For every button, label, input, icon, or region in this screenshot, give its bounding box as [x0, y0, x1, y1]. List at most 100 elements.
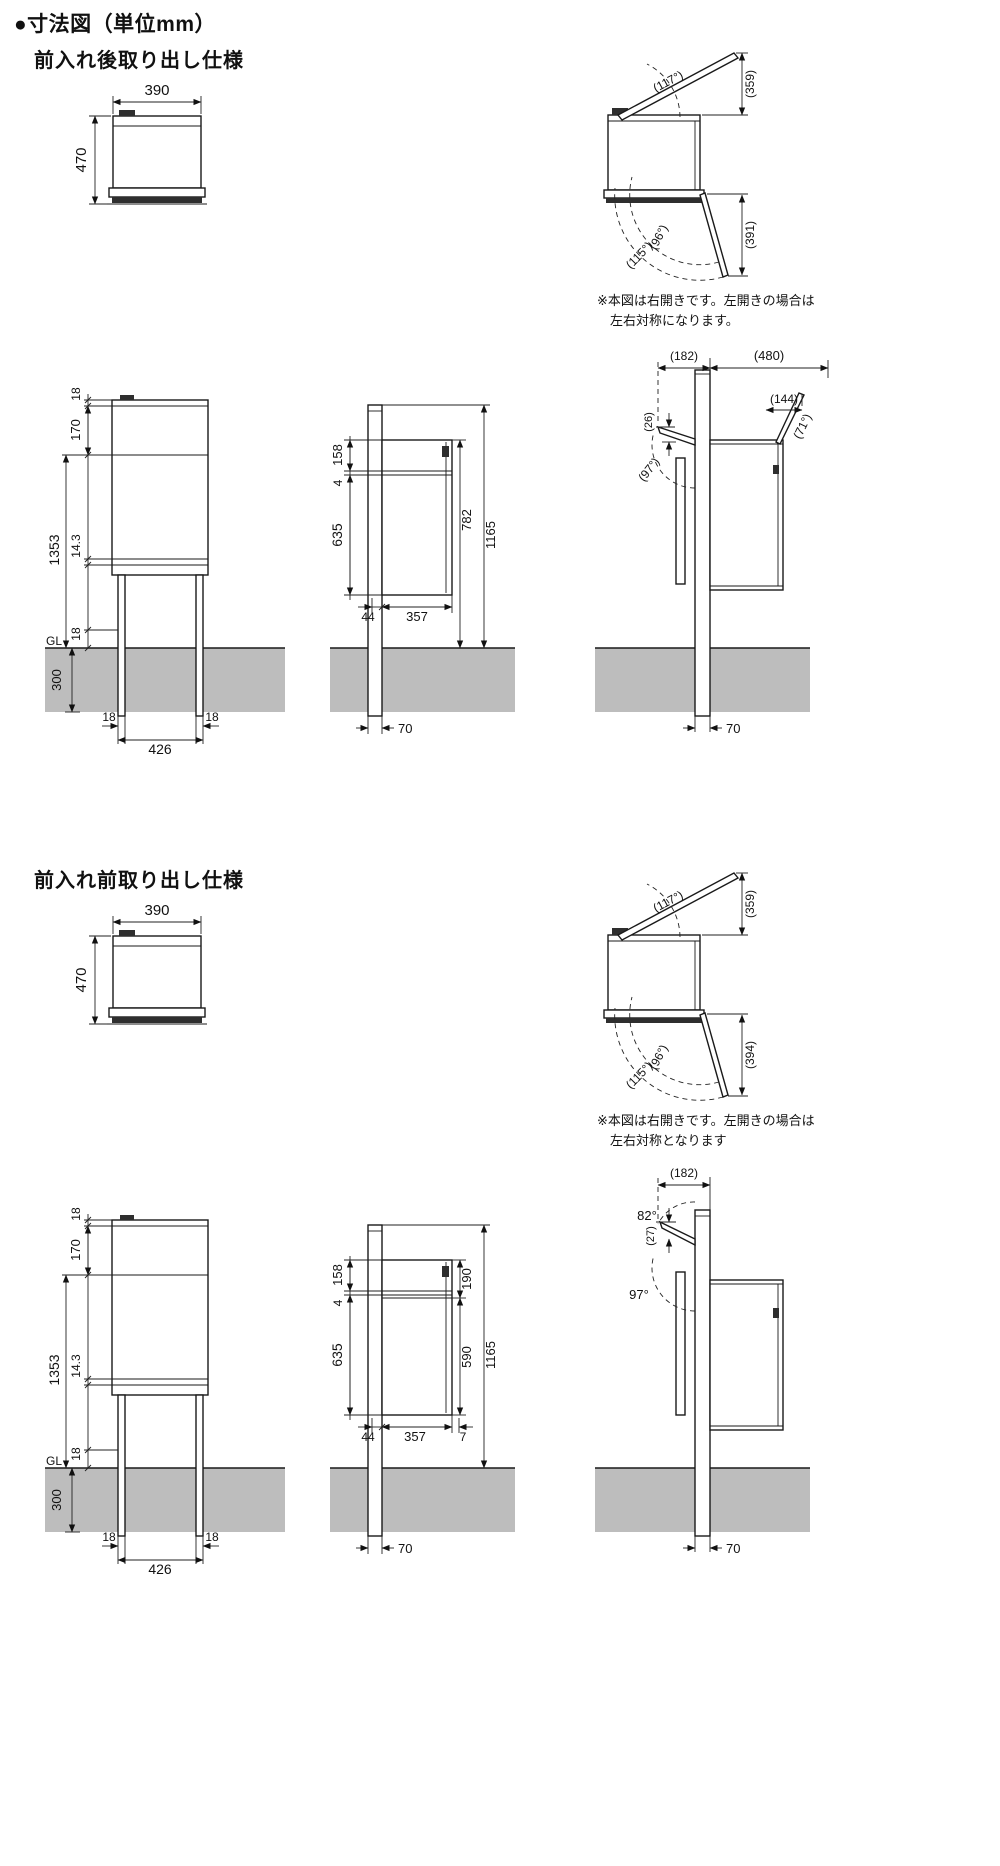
- dim-70: 70: [398, 721, 412, 736]
- front-view-drawing-1: 390 470: [73, 82, 207, 205]
- section2-heading: 前入れ前取り出し仕様: [34, 870, 244, 892]
- dim-14-3: 14.3: [69, 534, 83, 558]
- elevation-dimensions: 18 170 14.3 18 1353 300 GL 18 18 426: [46, 387, 219, 757]
- gl-label: GL: [46, 634, 62, 648]
- dim-480: (480): [754, 348, 784, 363]
- dim-base-18-right: 18: [205, 1530, 219, 1544]
- note-line-1: ※本図は右開きです。左開きの場合は: [597, 1113, 815, 1128]
- left-post: [117, 574, 126, 717]
- lid-reach: (359): [743, 70, 757, 98]
- ground-band: [45, 648, 285, 712]
- angle-97: (97°): [635, 455, 662, 484]
- open-door: [699, 1012, 729, 1098]
- dim-70: 70: [398, 1541, 412, 1556]
- open-door-hanging: [675, 457, 686, 585]
- front-view-dimensions: 390 470: [73, 902, 202, 1025]
- left-post: [117, 1394, 126, 1537]
- front-view-drawing-2: 390 470: [73, 902, 207, 1025]
- gl-label: GL: [46, 1454, 62, 1468]
- dim-44: 44: [361, 1430, 375, 1444]
- dim-158: 158: [330, 1264, 345, 1286]
- door-swing-arc-outer: [614, 187, 724, 281]
- dim-144: (144): [770, 392, 798, 406]
- box-side: [603, 928, 705, 1023]
- dim-4: 4: [331, 479, 345, 486]
- dim-1353: 1353: [46, 534, 62, 565]
- door-reach: (391): [743, 221, 757, 249]
- dim-182: (182): [670, 349, 698, 363]
- open-door-hanging: [675, 1271, 686, 1416]
- open-door-elevation-drawing-1: (182) (480) (26) (97°) (144) (71°) 70: [595, 348, 829, 736]
- elevation-dimensions: 18 170 14.3 18 1353 300 GL 18 18 426: [46, 1207, 219, 1577]
- lid-swing-arc: [646, 63, 681, 118]
- dim-590: 590: [459, 1346, 474, 1368]
- dim-7: 7: [460, 1430, 467, 1444]
- right-post: [195, 574, 204, 717]
- door-swing-arc-inner: [629, 996, 720, 1086]
- right-post: [195, 1394, 204, 1537]
- dim-158: 158: [330, 444, 345, 466]
- dim-top-18: 18: [69, 387, 83, 401]
- box-side: [709, 1279, 784, 1431]
- dim-27: (27): [645, 1226, 657, 1246]
- dim-26: (26): [643, 412, 655, 432]
- dim-height: 470: [73, 147, 90, 172]
- section1-heading: 前入れ後取り出し仕様: [34, 50, 244, 72]
- door-reach: (394): [743, 1041, 757, 1069]
- box-side: [381, 439, 453, 596]
- cabinet-front: [111, 399, 209, 576]
- cabinet-front: [111, 1219, 209, 1396]
- angle-97: 97°: [629, 1287, 649, 1302]
- post-unit-front: [107, 110, 207, 205]
- post: [694, 1209, 711, 1537]
- door-swing-arc: [651, 1254, 696, 1312]
- dim-base-18-right: 18: [205, 710, 219, 724]
- note-line-2: 左右対称となります: [610, 1132, 727, 1148]
- post: [694, 369, 711, 717]
- open-lid: [616, 52, 740, 121]
- lid-swing-arc: [646, 883, 681, 938]
- dim-low-18: 18: [69, 627, 83, 641]
- post-unit-front: [107, 930, 207, 1025]
- box-side: [381, 1259, 453, 1416]
- dim-426: 426: [148, 1561, 172, 1577]
- note-line-2: 左右対称になります。: [610, 312, 739, 328]
- dim-300: 300: [49, 669, 64, 691]
- dim-70: 70: [726, 721, 740, 736]
- dim-44: 44: [361, 610, 375, 624]
- dim-height: 470: [73, 967, 90, 992]
- open-lid: [616, 872, 740, 941]
- dim-426: 426: [148, 741, 172, 757]
- front-elevation-drawing-2: 18 170 14.3 18 1353 300 GL 18 18 426: [45, 1207, 285, 1577]
- hinge-note-1: ※本図は右開きです。左開きの場合は 左右対称になります。: [597, 291, 815, 330]
- front-elevation-drawing-1: 18 170 14.3 18 1353 300 GL 18 18 426: [45, 387, 285, 757]
- ground-band: [330, 1468, 515, 1532]
- hinge-note-2: ※本図は右開きです。左開きの場合は 左右対称となります: [597, 1111, 815, 1150]
- dim-low-18: 18: [69, 1447, 83, 1461]
- flap-swing-arc: [651, 431, 696, 489]
- front-view-dimensions: 390 470: [73, 82, 202, 205]
- lid-open-view-drawing-2: (117°) (359) (96°) (115°) (394): [603, 872, 757, 1101]
- angle-82: 82°: [637, 1208, 657, 1223]
- dim-357: 357: [406, 609, 428, 624]
- side-view-dimensions: 158 4 635 782 1165 44 357 70: [330, 404, 498, 736]
- dim-base-18-left: 18: [102, 1530, 116, 1544]
- page-title: ●寸法図（単位mm）: [14, 13, 217, 36]
- dim-base-18-left: 18: [102, 710, 116, 724]
- dim-182: (182): [670, 1166, 698, 1180]
- side-elevation-drawing-2: 158 4 635 190 590 1165 44 357 7 70: [330, 1224, 515, 1556]
- dim-190: 190: [459, 1268, 474, 1290]
- side-elevation-drawing-1: 158 4 635 782 1165 44 357 70: [330, 404, 515, 736]
- open-door: [699, 192, 729, 278]
- dim-635: 635: [330, 1343, 345, 1367]
- open-inlet-flap: [656, 425, 696, 446]
- dim-1165: 1165: [483, 1341, 498, 1369]
- dim-170: 170: [68, 419, 83, 441]
- open-door-elevation-drawing-2: (182) 82° (27) 97° 70: [595, 1166, 810, 1556]
- door-swing-arc-inner: [629, 176, 720, 266]
- dim-top-18: 18: [69, 1207, 83, 1221]
- lid-reach: (359): [743, 890, 757, 918]
- lid-open-view-drawing-1: (117°) (359) (96°) (115°) (391): [603, 52, 757, 281]
- dim-4: 4: [331, 1299, 345, 1306]
